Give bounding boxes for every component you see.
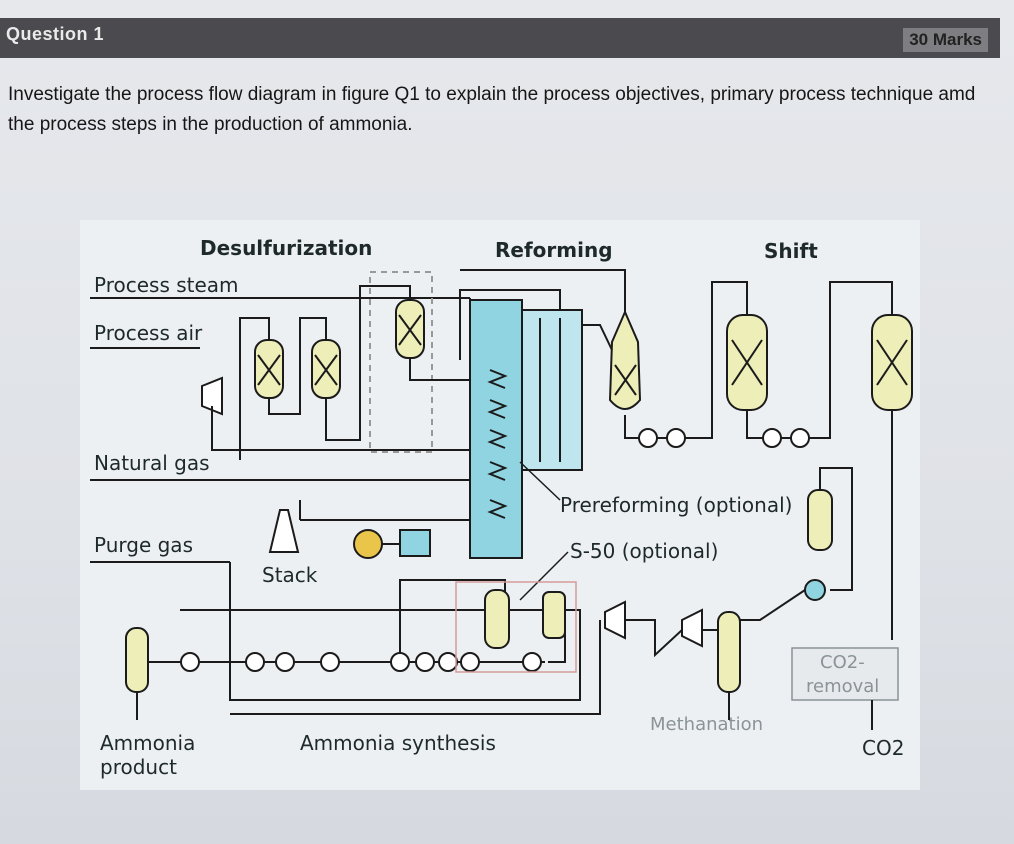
co2-removal-label-2: removal [806,676,879,697]
ammonia-converter-2 [542,591,566,639]
process-flow-svg: Desulfurization Reforming Shift Process … [80,220,920,790]
question-header-bar: Question 1 30 Marks [0,18,1000,58]
air-compressor-icon [201,376,223,416]
reformer-feed-lines [299,289,561,521]
process-air-label: Process air [94,321,203,345]
ammonia-synthesis-label: Ammonia synthesis [300,731,496,755]
stack-icon [268,509,300,553]
inlet-lines [90,297,470,620]
section-shift-title: Shift [764,239,818,263]
shift-converters [726,314,913,411]
co2-removal-label-1: CO2- [820,652,865,673]
question-number: Question 1 [6,24,105,44]
purge-gas-label: Purge gas [94,533,193,557]
synthesis-heat-exchangers [180,652,542,672]
desulfurizer-piping [211,285,480,460]
knockout-drum-vessel [717,611,741,693]
ammonia-product-label-2: product [100,755,177,779]
methanator-vessel [807,489,833,551]
primary-reformer [469,299,523,559]
shift-heat-exchangers [638,428,810,448]
compressor-piping [625,619,730,720]
section-desulfurization-title: Desulfurization [200,236,372,260]
process-flow-diagram: Desulfurization Reforming Shift Process … [0,200,1000,805]
methanator-heat-exchanger [804,579,826,601]
question-marks: 30 Marks [903,28,988,52]
reformer-radiant-section [521,309,583,471]
secondary-reformer-vessel [608,309,642,410]
natural-gas-label: Natural gas [94,451,210,475]
section-reforming-title: Reforming [495,238,613,262]
pump-icon [353,529,383,559]
s50-label: S-50 (optional) [570,539,718,563]
prereforming-label: Prereforming (optional) [560,493,792,517]
reformer-coils [487,318,561,519]
s50-optional-box [455,581,577,673]
co2-removal-box [791,647,899,701]
ammonia-product-label-1: Ammonia [100,731,195,755]
stack-label: Stack [262,563,318,587]
co2-outlet-label: CO2 [862,736,904,760]
ammonia-separator-vessel [125,627,149,693]
syngas-compressor-1-icon [604,600,626,640]
question-text: Investigate the process flow diagram in … [8,84,976,135]
shift-piping [624,281,893,640]
process-steam-label: Process steam [94,273,239,297]
methanation-label: Methanation [650,714,763,735]
ammonia-converter-1 [484,589,510,649]
